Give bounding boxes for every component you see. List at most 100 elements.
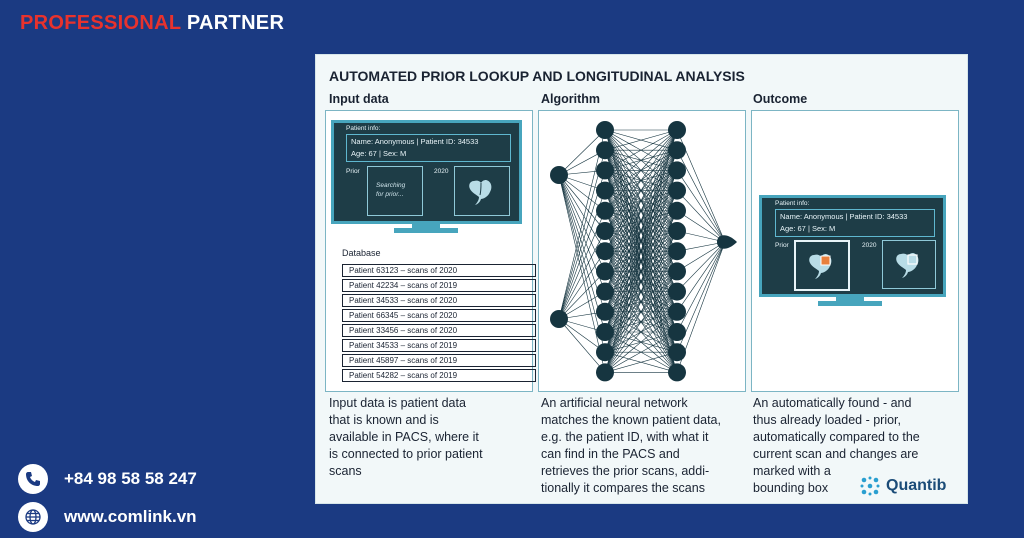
network-connection (604, 129, 678, 191)
network-connection (604, 311, 678, 373)
outcome-panel: Patient info: Name: Anonymous | Patient … (751, 110, 959, 392)
globe-icon (18, 502, 48, 532)
hidden-node (668, 242, 686, 261)
patient-info-label: Patient info: (346, 125, 381, 132)
network-connection (676, 241, 726, 272)
input-panel: Patient info: Name: Anonymous | Patient … (325, 110, 536, 392)
network-connection (604, 129, 678, 333)
outcome-caption-line: marked with a (753, 464, 831, 478)
outcome-prior-scan (794, 240, 850, 291)
outcome-caption-line: automatically compared to the (753, 430, 920, 444)
network-connection (558, 174, 606, 212)
website-contact[interactable]: www.comlink.vn (18, 502, 197, 532)
outcome-caption-line: An automatically found - and (753, 396, 912, 410)
network-connection (604, 150, 678, 373)
phone-number: +84 98 58 58 247 (64, 469, 197, 488)
outcome-stand-base (818, 301, 882, 306)
database-row: Patient 34533 – scans of 2020 (342, 294, 536, 307)
network-connection (676, 150, 726, 243)
network-connection (604, 129, 678, 353)
outcome-stand-neck (836, 294, 864, 301)
hidden-node (668, 201, 686, 220)
prior-label: Prior (346, 168, 360, 175)
network-connection (558, 230, 606, 320)
output-node (717, 235, 737, 249)
searching-line-2: for prior... (376, 191, 404, 198)
diagram-card: AUTOMATED PRIOR LOOKUP AND LONGITUDINAL … (315, 54, 968, 504)
network-connection (676, 241, 726, 333)
brain-current-icon (896, 253, 919, 278)
network-connection (558, 251, 606, 320)
hidden-node (596, 282, 614, 301)
hidden-node (668, 121, 686, 139)
input-monitor: Patient info: Name: Anonymous | Patient … (331, 120, 522, 224)
algorithm-caption-line: An artificial neural network (541, 396, 688, 410)
network-connection (676, 210, 726, 243)
hidden-node (596, 343, 614, 362)
current-scan (454, 166, 510, 216)
database-row: Patient 33456 – scans of 2020 (342, 324, 536, 337)
database-row: Patient 63123 – scans of 2020 (342, 264, 536, 277)
network-connection (604, 129, 678, 252)
hidden-node (668, 161, 686, 180)
neural-network-diagram (550, 121, 737, 382)
quantib-logo-icon (860, 476, 880, 496)
network-connection (604, 291, 678, 373)
hidden-node (668, 181, 686, 200)
patient-info-line-1: Name: Anonymous | Patient ID: 34533 (351, 137, 479, 146)
hidden-node (668, 363, 686, 382)
hidden-node (596, 302, 614, 321)
network-connection (604, 190, 678, 373)
network-connection (604, 230, 678, 373)
network-connection (604, 271, 678, 373)
network-connection (604, 331, 678, 373)
hidden-node (596, 181, 614, 200)
hidden-node (596, 141, 614, 160)
network-connection (676, 190, 726, 243)
hidden-node (668, 222, 686, 240)
hidden-node (596, 323, 614, 341)
phone-contact[interactable]: +84 98 58 58 247 (18, 464, 197, 494)
monitor-stand-base (394, 228, 458, 233)
network-connection (558, 174, 606, 373)
network-connection (604, 129, 678, 312)
algorithm-caption-line: matches the known patient data, (541, 413, 721, 427)
outcome-patient-info-label: Patient info: (775, 200, 810, 207)
network-connection (558, 318, 606, 373)
input-caption: Input data is patient data that is known… (329, 395, 534, 480)
brain-scan-icon (469, 180, 492, 205)
website-url[interactable]: www.comlink.vn (64, 507, 197, 526)
outcome-prior-label: Prior (775, 242, 789, 249)
input-caption-line: Input data is patient data (329, 396, 466, 410)
algorithm-caption-line: e.g. the patient ID, with what it (541, 430, 709, 444)
network-connection (558, 318, 606, 353)
outcome-current-scan (882, 240, 936, 289)
algorithm-panel (538, 110, 746, 392)
algorithm-caption: An artificial neural network matches the… (541, 395, 751, 497)
diagram-title: AUTOMATED PRIOR LOOKUP AND LONGITUDINAL … (329, 68, 745, 84)
input-node (550, 310, 568, 328)
network-connection (558, 174, 606, 232)
network-connection (558, 129, 606, 176)
outcome-info-line-1: Name: Anonymous | Patient ID: 34533 (780, 212, 908, 221)
network-connection (604, 251, 678, 373)
phone-icon (18, 464, 48, 494)
outcome-caption-line: bounding box (753, 481, 829, 495)
network-connection (676, 241, 726, 312)
database-row: Patient 42234 – scans of 2019 (342, 279, 536, 292)
network-connection (604, 129, 678, 211)
hidden-node (596, 201, 614, 220)
input-caption-line: that is known and is (329, 413, 439, 427)
network-connection (604, 129, 678, 272)
input-caption-line: is connected to prior patient (329, 447, 483, 461)
database-row: Patient 45897 – scans of 2019 (342, 354, 536, 367)
prior-scan-placeholder: Searching for prior... (367, 166, 423, 216)
network-connection (604, 129, 678, 171)
input-node (550, 166, 568, 184)
outcome-caption-line: current scan and changes are (753, 447, 919, 461)
hidden-node (596, 161, 614, 180)
input-caption-line: available in PACS, where it (329, 430, 479, 444)
algorithm-caption-line: can find in the PACS and (541, 447, 680, 461)
hidden-node (668, 282, 686, 301)
brand-part-1: PROFESSIONAL (20, 12, 182, 34)
